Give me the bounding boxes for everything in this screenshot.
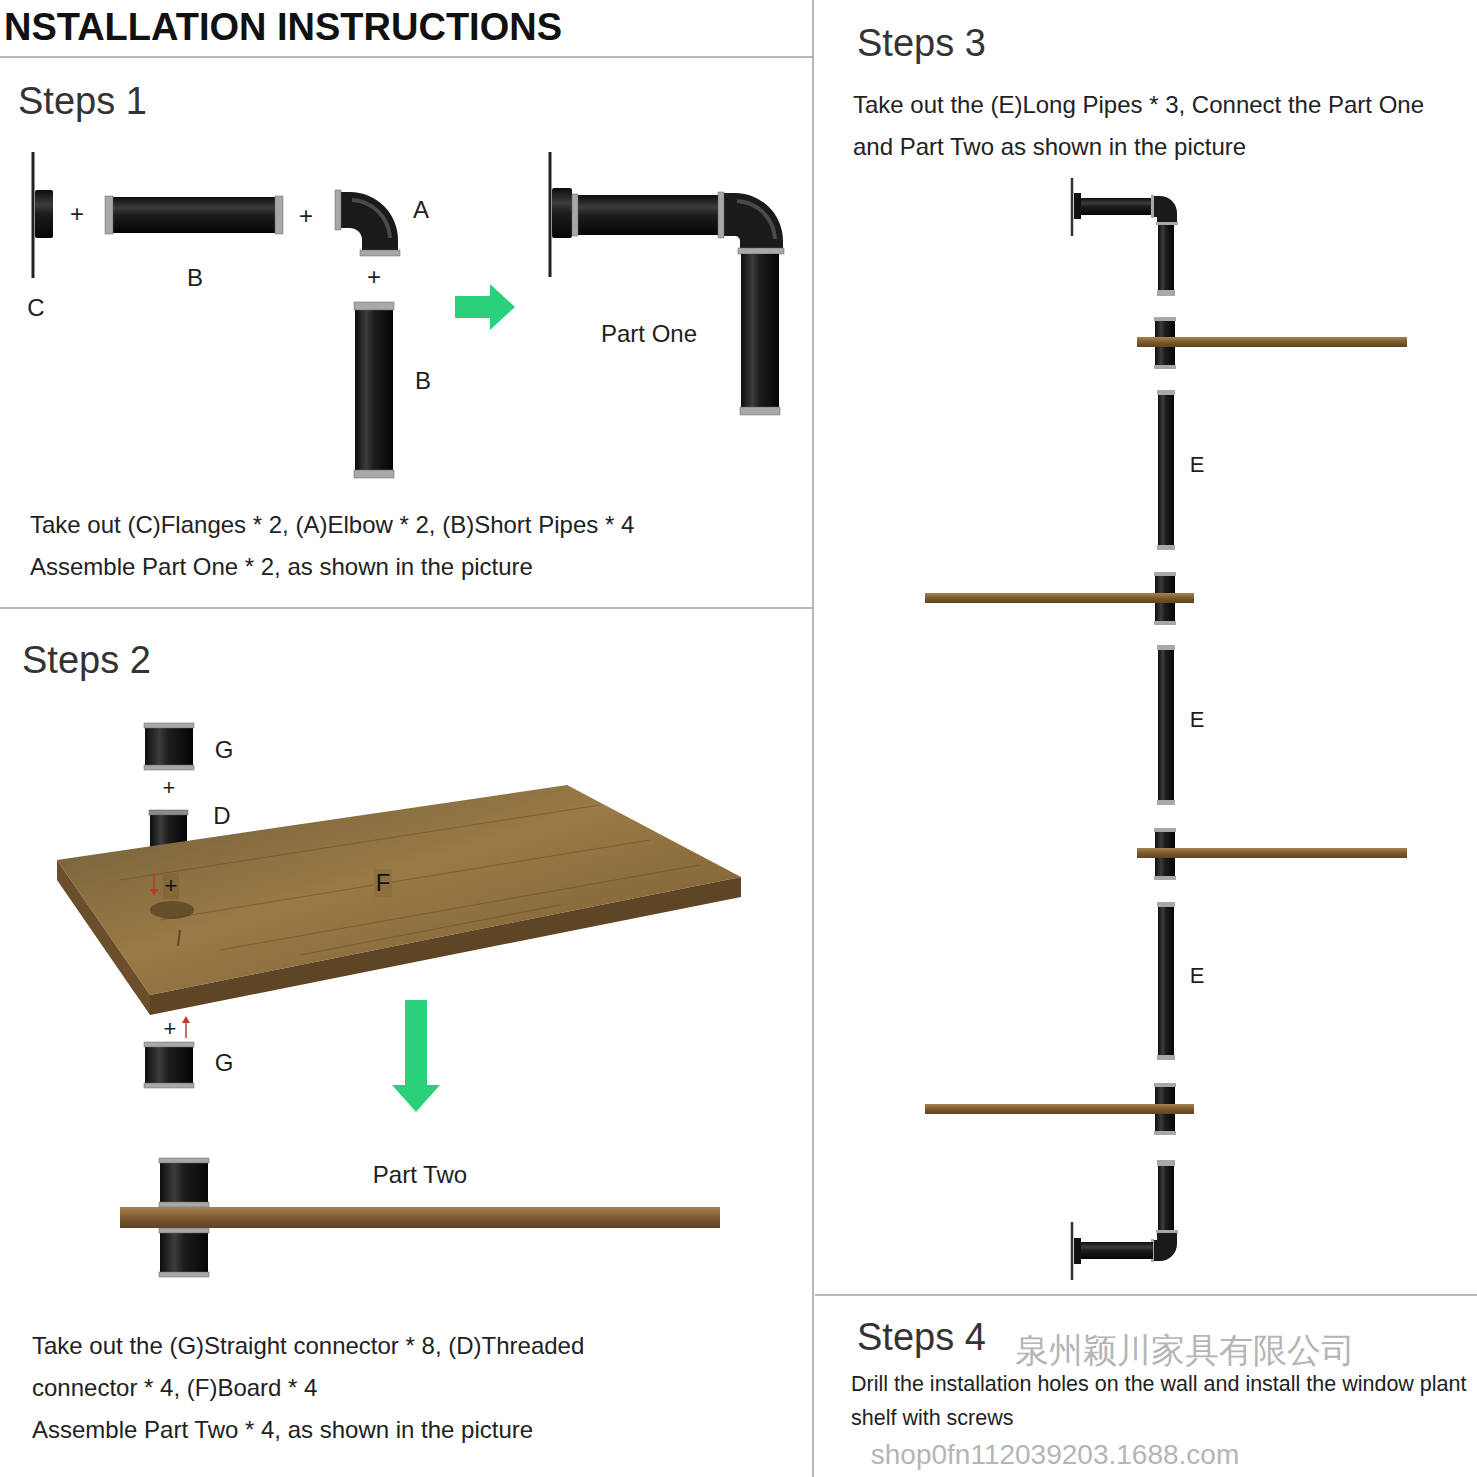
wood-board — [57, 785, 741, 1015]
short-pipe — [105, 196, 283, 234]
plus-sign: + — [164, 1016, 177, 1042]
step-panel: Steps 3 Take out the (E)Long Pipes * 3, C… — [815, 0, 1477, 1295]
step-instruction: Take out the (E)Long Pipes * 3, Connect … — [853, 84, 1463, 168]
step-instruction: Assemble Part Two * 4, as shown in the p… — [32, 1409, 792, 1451]
plus-sign: + — [70, 200, 84, 229]
step-instruction: Take out the (G)Straight connector * 8, … — [32, 1325, 682, 1409]
straight-connector — [144, 723, 194, 770]
part-letter: E — [1190, 963, 1205, 989]
part-letter: B — [415, 367, 431, 396]
step-heading: Steps 4 — [857, 1315, 986, 1359]
part-letter: G — [215, 736, 234, 765]
watermark: shop0fn112039203.1688.com — [871, 1438, 1239, 1472]
step-heading: Steps 1 — [18, 79, 147, 123]
plus-sign: + — [163, 873, 180, 899]
red-arrow — [150, 873, 190, 1038]
straight-connector — [144, 1042, 194, 1088]
green-arrow — [392, 1000, 440, 1112]
step-heading: Steps 2 — [22, 638, 151, 682]
step-instruction: Take out (C)Flanges * 2, (A)Elbow * 2, (… — [30, 510, 800, 539]
elbow-part — [335, 190, 400, 256]
short-pipe — [354, 302, 394, 478]
part-letter: C — [27, 294, 44, 323]
part-one-assembly — [550, 152, 784, 415]
step-panel: Steps 2 Take out the (G)Straight connecto… — [0, 608, 813, 1477]
step-instruction: Drill the installation holes on the wall… — [851, 1367, 1475, 1435]
page-title: NSTALLATION INSTRUCTIONS — [4, 5, 562, 49]
plus-sign: + — [299, 202, 313, 231]
assembly-name: Part One — [601, 320, 697, 349]
step-heading: Steps 3 — [857, 21, 986, 65]
shelf-assembly — [925, 178, 1407, 1280]
step-instruction: Assemble Part One * 2, as shown in the p… — [30, 552, 800, 581]
part-two-assembly — [120, 1158, 720, 1277]
plus-sign: + — [163, 775, 176, 801]
part-letter: E — [1190, 452, 1205, 478]
green-arrow — [455, 284, 515, 330]
plus-sign: + — [367, 263, 381, 292]
watermark: 泉州颖川家具有限公司 — [1015, 1330, 1355, 1371]
flange-part — [33, 152, 53, 278]
part-letter: G — [215, 1049, 234, 1078]
part-letter: F — [374, 869, 393, 898]
part-letter: D — [213, 802, 230, 831]
part-letter: E — [1190, 707, 1205, 733]
assembly-name: Part Two — [373, 1161, 467, 1190]
part-letter: B — [187, 264, 203, 293]
part-letter: A — [413, 196, 429, 225]
